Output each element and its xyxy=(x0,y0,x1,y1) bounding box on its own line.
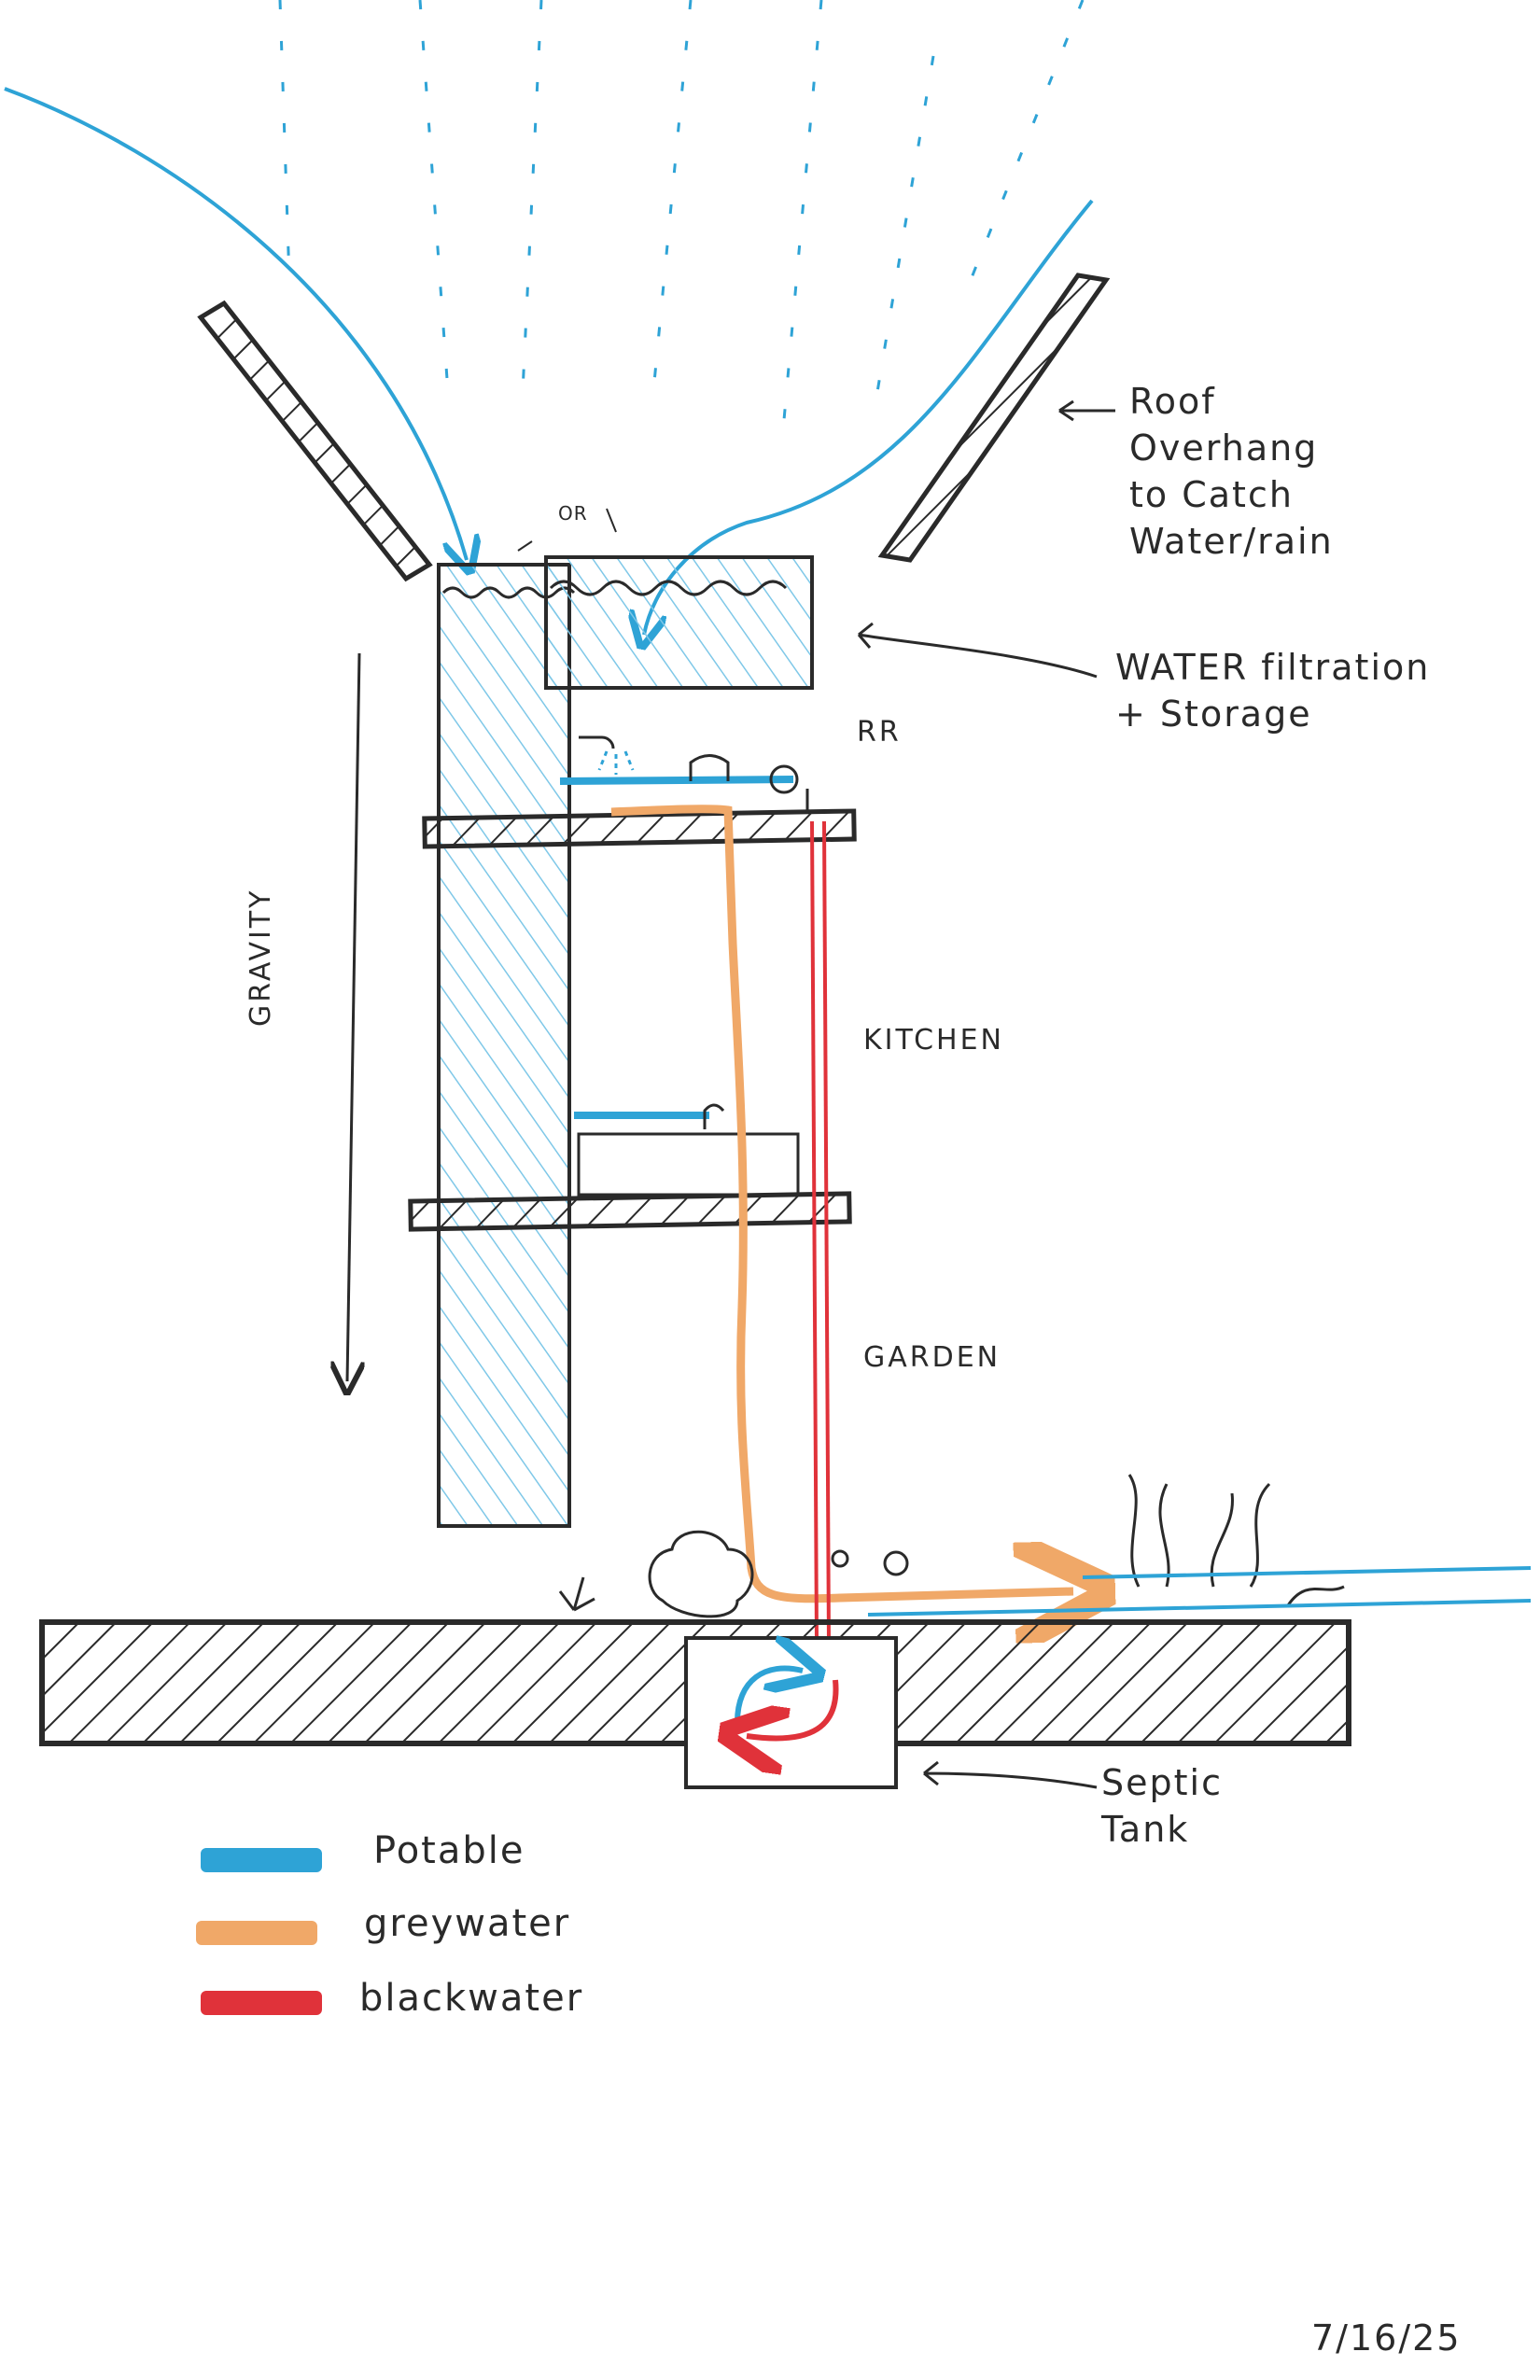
roof-pointer-arrow xyxy=(1058,399,1115,422)
roof-overhang-left xyxy=(197,300,433,582)
filtration-pointer-arrow xyxy=(857,622,1098,679)
kitchen-counter xyxy=(577,1132,800,1197)
gravity-label: GRAVITY xyxy=(245,888,277,1028)
room-label-garden: GARDEN xyxy=(863,1341,1001,1374)
legend-swatch-potable xyxy=(201,1848,322,1872)
potable-line-rr xyxy=(559,776,794,785)
septic-pointer-arrow xyxy=(923,1760,1098,1789)
floor-slab-lower xyxy=(408,1191,852,1232)
blackwater-riser-2 xyxy=(822,820,831,1644)
septic-tank-label: Septic Tank xyxy=(1101,1762,1223,1850)
legend-label-blackwater: blackwater xyxy=(359,1977,584,2020)
potable-outflow-1 xyxy=(1082,1566,1532,1579)
septic-flow-red xyxy=(747,1679,839,1739)
room-label-kitchen: KITCHEN xyxy=(863,1024,1004,1057)
greywater-riser xyxy=(610,805,1073,1599)
water-filtration-label: WATER filtration + Storage xyxy=(1115,647,1431,735)
septic-tank xyxy=(684,1636,898,1789)
date-label: 7/16/25 xyxy=(1311,2317,1462,2359)
legend-label-greywater: greywater xyxy=(364,1902,571,1945)
building-column xyxy=(437,563,571,1528)
rain-drops xyxy=(278,0,1085,421)
blackwater-riser-1 xyxy=(810,820,819,1644)
floor-slab-upper xyxy=(422,808,857,849)
kitchen-faucet xyxy=(703,1103,725,1129)
tank-water-line xyxy=(549,580,788,596)
shower-fixture xyxy=(579,735,635,775)
garden-plants xyxy=(558,1474,1345,1618)
sink-and-toilet xyxy=(689,754,809,814)
legend-swatch-greywater xyxy=(196,1921,317,1945)
or-note: OR xyxy=(558,502,588,525)
room-label-rr: RR xyxy=(857,716,902,749)
legend-label-potable: Potable xyxy=(373,1829,525,1872)
roof-overhang-label: Roof Overhang to Catch Water/rain xyxy=(1129,381,1334,562)
legend-swatch-blackwater xyxy=(201,1991,322,2015)
runoff-left xyxy=(4,87,467,560)
or-arrows xyxy=(517,508,617,552)
filtration-tank xyxy=(544,555,814,690)
potable-outflow-2 xyxy=(867,1599,1532,1617)
roof-overhang-right xyxy=(877,273,1111,563)
gravity-arrow xyxy=(347,652,359,1381)
